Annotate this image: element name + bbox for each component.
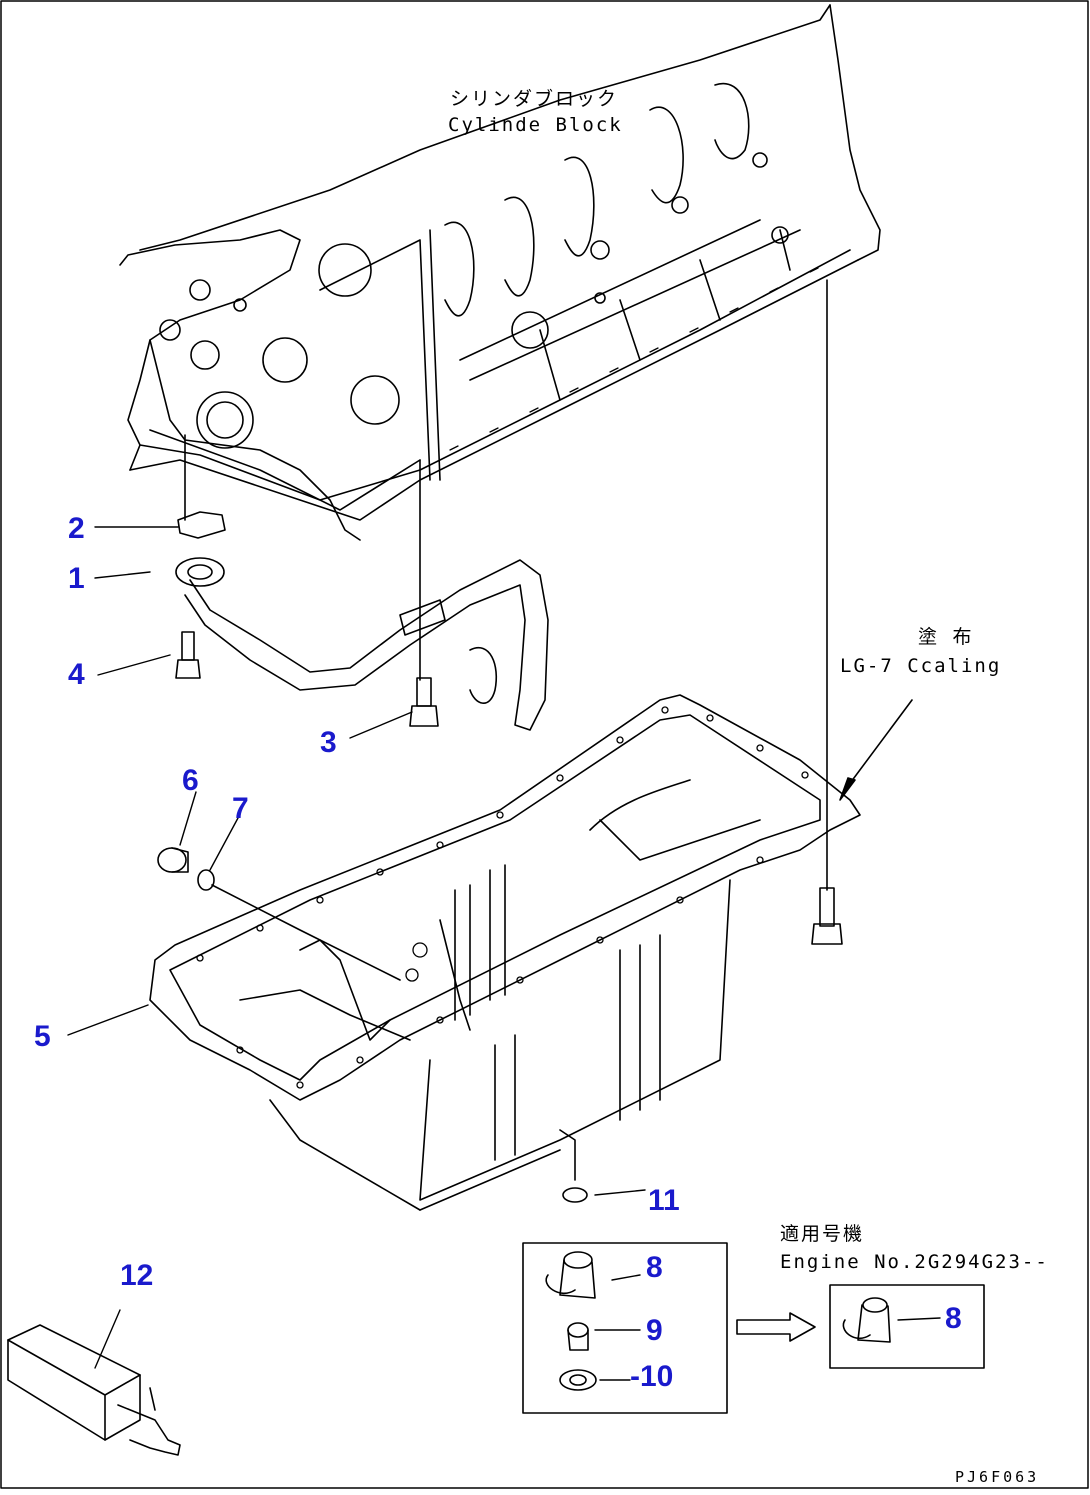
callout-9: 9	[646, 1314, 663, 1347]
callout-4: 4	[68, 658, 85, 691]
cylinder-block: シリンダブロック Cylinde Block	[119, 4, 881, 541]
gasket-part-2	[177, 511, 226, 539]
cylinder-block-label-jp: シリンダブロック	[450, 87, 618, 110]
suction-pipe	[175, 279, 843, 945]
sealant-label-jp: 塗 布	[918, 625, 973, 648]
callout-7: 7	[232, 792, 249, 825]
callout-10: -10	[630, 1360, 673, 1393]
callout-11: 11	[648, 1184, 680, 1217]
drain-valve-box	[522, 1242, 728, 1414]
callout-1: 1	[68, 562, 85, 595]
callouts: 2 1 4 3 5 6 7 8 9 -10 11 12 8	[34, 512, 962, 1393]
callout-6: 6	[182, 764, 199, 797]
leader-lines	[67, 526, 941, 1381]
drawing-code: PJ6F063	[955, 1468, 1039, 1486]
oil-pan: 塗 布 LG-7 Ccaling	[149, 625, 1001, 1211]
part-11	[562, 1187, 588, 1203]
callout-8a: 8	[646, 1251, 663, 1284]
new-valve-box	[829, 1284, 985, 1369]
callout-3: 3	[320, 726, 337, 759]
applicable-label-jp: 適用号機	[780, 1223, 864, 1245]
drain-valve-group: 適用号機 Engine No.2G294G23--	[522, 1187, 1049, 1414]
cylinder-block-label-en: Cylinde Block	[448, 114, 623, 136]
callout-8b: 8	[945, 1302, 962, 1335]
callout-5: 5	[34, 1020, 51, 1053]
sealant-label-en: LG-7 Ccaling	[840, 655, 1001, 677]
tool-12	[7, 1324, 181, 1456]
applicable-label-en: Engine No.2G294G23--	[780, 1251, 1049, 1273]
callout-2: 2	[68, 512, 85, 545]
callout-12: 12	[120, 1259, 153, 1292]
